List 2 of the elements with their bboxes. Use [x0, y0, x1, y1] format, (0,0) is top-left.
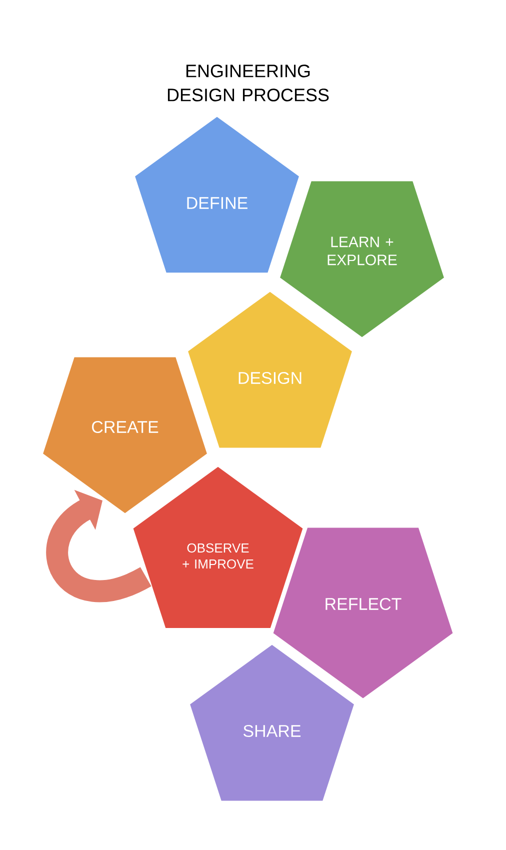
diagram-title: ENGINEERING DESIGN PROCESS: [168, 64, 329, 102]
pentagon: DEFINE: [132, 113, 302, 276]
